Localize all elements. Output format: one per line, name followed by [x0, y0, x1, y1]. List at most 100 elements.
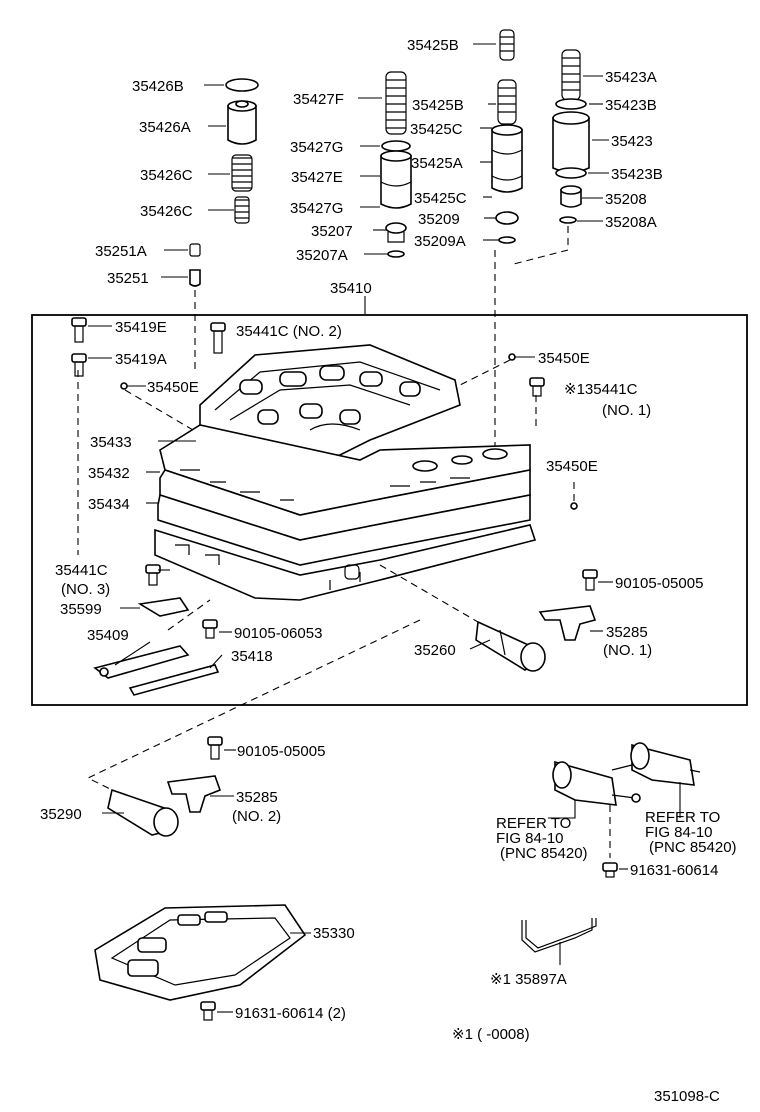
label-35410: 35410: [330, 280, 372, 297]
pipe-35897A: [521, 918, 593, 953]
bolt-90105-05005-b: [207, 736, 223, 760]
label-35209A: 35209A: [414, 233, 466, 250]
label-35425A: 35425A: [411, 155, 463, 172]
label-35425B: 35425B: [412, 97, 464, 114]
label-35450E-c: 35450E: [546, 458, 598, 475]
part-35409-hole: [99, 667, 109, 677]
ball-35450E: [570, 502, 578, 510]
part-35423-stack: [552, 49, 590, 224]
label-35285-no1: 35285: [606, 624, 648, 641]
part-35418: [128, 664, 220, 696]
bolt-35419E: [71, 317, 87, 343]
solenoid-35290: [107, 788, 179, 837]
label-35433: 35433: [90, 434, 132, 451]
solenoid-assembly-right: [611, 742, 701, 786]
label-35418: 35418: [231, 648, 273, 665]
label-35208A: 35208A: [605, 214, 657, 231]
oil-strainer-35330: [94, 904, 307, 1001]
label-35425C-top: 35425C: [410, 121, 463, 138]
bracket-35285-no2: [166, 775, 222, 813]
label-90105-06053: 90105-06053: [234, 625, 322, 642]
footnote: ※1 ( -0008): [452, 1026, 530, 1043]
label-35207A: 35207A: [296, 247, 348, 264]
part-35426-stack: [225, 78, 259, 224]
label-35423B: 35423B: [611, 166, 663, 183]
part-35425-stack: [491, 29, 523, 244]
label-35434: 35434: [88, 496, 130, 513]
label-35423: 35423: [611, 133, 653, 150]
valve-body-frame: [31, 314, 748, 706]
refer-to-1-pnc: (PNC 85420): [500, 845, 588, 862]
bolt-90105-05005: [582, 569, 598, 591]
label-35441C-no1: ※135441C: [564, 381, 638, 398]
label-35441C-no3-sub: (NO. 3): [61, 581, 110, 598]
label-90105-05005-a: 90105-05005: [615, 575, 703, 592]
part-35409: [93, 645, 190, 679]
label-35426C-b: 35426C: [140, 203, 193, 220]
bolt-35419A: [71, 353, 87, 377]
label-35285-no1-sub: (NO. 1): [603, 642, 652, 659]
label-35897A: ※1 35897A: [490, 971, 567, 988]
valve-body-lower: [154, 524, 537, 601]
part-35599: [137, 597, 190, 617]
bolt-35441C-no1: [529, 377, 545, 397]
part-35427-stack: [380, 71, 412, 258]
solenoid-assembly-left: [552, 760, 641, 806]
solenoid-35260: [475, 620, 546, 672]
guide-line: [509, 226, 569, 266]
leader-lines: [88, 43, 681, 1013]
bolt-35441C-no2: [210, 322, 226, 354]
label-35285-no2: 35285: [236, 789, 278, 806]
label-35260: 35260: [414, 642, 456, 659]
ball-35450E: [508, 353, 516, 361]
label-35419E: 35419E: [115, 319, 167, 336]
label-35423B-top: 35423B: [605, 97, 657, 114]
label-35209: 35209: [418, 211, 460, 228]
refer-to-2-fig: FIG 84-10: [645, 824, 713, 841]
refer-to-1-fig: FIG 84-10: [496, 830, 564, 847]
label-35450E-b: 35450E: [147, 379, 199, 396]
figure-id: 351098-C: [654, 1088, 720, 1105]
label-35290: 35290: [40, 806, 82, 823]
label-35425B-top: 35425B: [407, 37, 459, 54]
bolt-91631-60614: [602, 862, 618, 878]
refer-to-2: REFER TO: [645, 809, 720, 826]
refer-to-1: REFER TO: [496, 815, 571, 832]
bracket-35285-no1: [538, 605, 597, 641]
label-35426B: 35426B: [132, 78, 184, 95]
refer-to-2-pnc: (PNC 85420): [649, 839, 737, 856]
bolt-91631-60614-2: [200, 1001, 216, 1021]
label-35207: 35207: [311, 223, 353, 240]
label-35427G: 35427G: [290, 200, 343, 217]
guide-line: [167, 599, 211, 631]
label-35450E-a: 35450E: [538, 350, 590, 367]
label-35285-no2-sub: (NO. 2): [232, 808, 281, 825]
pipe-35897A-wall: [525, 918, 597, 949]
guide-line: [86, 619, 421, 791]
bolt-90105-06053: [202, 619, 218, 639]
label-35419A: 35419A: [115, 351, 167, 368]
label-35427G-top: 35427G: [290, 139, 343, 156]
label-35409: 35409: [87, 627, 129, 644]
valve-body-upper: [199, 344, 461, 461]
ball-35450E: [120, 382, 128, 390]
label-35427F: 35427F: [293, 91, 344, 108]
label-35251A: 35251A: [95, 243, 147, 260]
guide-line: [124, 389, 211, 441]
part-35251: [189, 243, 201, 287]
label-35432: 35432: [88, 465, 130, 482]
label-35427E: 35427E: [291, 169, 343, 186]
label-35426A: 35426A: [139, 119, 191, 136]
label-35425C: 35425C: [414, 190, 467, 207]
separator-plates: [157, 424, 531, 566]
label-91631-60614-b: 91631-60614 (2): [235, 1005, 346, 1022]
label-35599: 35599: [60, 601, 102, 618]
label-35441C-no1-sub: (NO. 1): [602, 402, 651, 419]
label-35426C-a: 35426C: [140, 167, 193, 184]
label-35441C-no2: 35441C (NO. 2): [236, 323, 342, 340]
label-35330: 35330: [313, 925, 355, 942]
label-35423A: 35423A: [605, 69, 657, 86]
guide-line: [379, 564, 479, 623]
label-91631-60614-a: 91631-60614: [630, 862, 718, 879]
label-90105-05005-b: 90105-05005: [237, 743, 325, 760]
